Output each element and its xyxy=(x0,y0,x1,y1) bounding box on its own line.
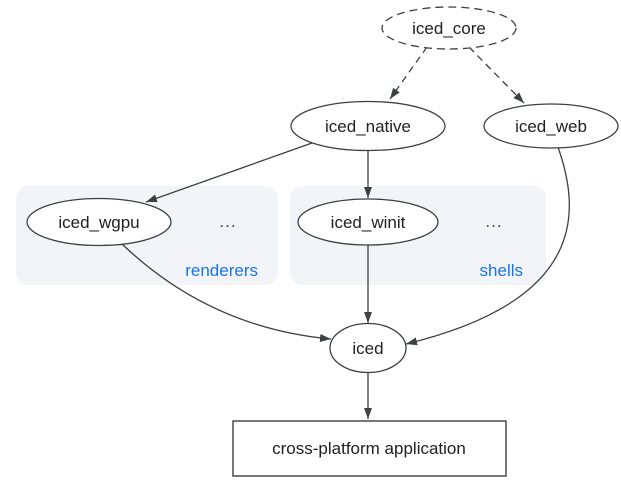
application-rect xyxy=(232,420,507,477)
renderers-group-label: renderers xyxy=(185,261,258,280)
edge-iced-wgpu-to-iced xyxy=(121,243,332,342)
shells-ellipsis: ... xyxy=(485,212,502,231)
node-iced-core: iced_core xyxy=(381,6,517,50)
shells-group-label: shells xyxy=(480,261,523,280)
iced-web-label: iced_web xyxy=(515,117,587,136)
iced-native-ellipse xyxy=(290,100,446,152)
iced-native-label: iced_native xyxy=(325,117,411,136)
node-iced-web: iced_web xyxy=(483,103,619,149)
iced-wgpu-ellipse xyxy=(26,197,172,247)
iced-label: iced xyxy=(352,339,383,358)
application-label: cross-platform application xyxy=(272,439,466,458)
iced-core-ellipse xyxy=(381,6,517,50)
renderers-ellipsis: ... xyxy=(219,212,236,231)
iced-core-label: iced_core xyxy=(412,19,486,38)
iced-ellipse xyxy=(329,322,407,374)
node-iced-wgpu: iced_wgpu xyxy=(26,197,172,247)
edge-iced-core-to-iced-native xyxy=(389,46,428,100)
iced-web-ellipse xyxy=(483,103,619,149)
iced-winit-ellipse xyxy=(297,198,439,246)
node-cross-platform-application: cross-platform application xyxy=(232,420,507,477)
node-iced-native: iced_native xyxy=(290,100,446,152)
edge-iced-native-to-iced-wgpu xyxy=(145,142,313,203)
edge-iced-web-to-iced xyxy=(405,146,570,346)
node-iced: iced xyxy=(329,322,407,374)
iced-winit-label: iced_winit xyxy=(331,213,406,232)
edge-iced-core-to-iced-web xyxy=(468,46,525,104)
node-iced-winit: iced_winit xyxy=(297,198,439,246)
iced-wgpu-label: iced_wgpu xyxy=(58,213,139,232)
